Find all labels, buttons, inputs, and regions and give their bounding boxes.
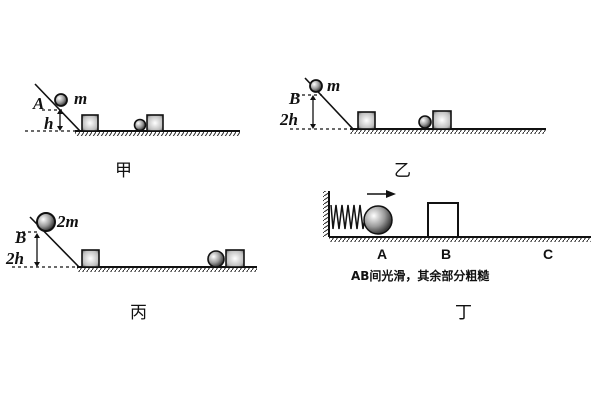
ball [207,250,225,268]
arrow-head [34,233,40,238]
point-label-c: C [543,246,553,262]
point-label-b: B [441,246,451,262]
mass-label: m [327,76,340,95]
ball-2m [36,212,56,232]
height-label: h [44,114,53,133]
panel-jia: A m h 甲 [25,83,240,181]
block [225,249,245,268]
panel-caption: 乙 [394,161,411,181]
block [427,202,459,238]
ground-hatch [75,131,240,136]
spring [330,204,366,230]
ball [133,118,147,132]
height-label: 2h [5,249,24,268]
ball [418,115,432,129]
point-label: B [288,89,300,108]
arrow-head [386,190,396,198]
mass-label: 2m [56,212,79,231]
block [81,249,100,268]
ball-m [309,79,323,93]
panel-caption: 甲 [115,161,132,181]
block [146,114,164,132]
panel-bing: B 2m 2h 丙 [5,212,257,323]
point-label: B [14,228,26,247]
arrow-head [57,109,63,114]
block [357,111,376,130]
ball-m [54,93,68,107]
arrow-head [34,262,40,267]
block [432,110,452,130]
point-label: A [32,94,44,113]
ground-hatch [329,237,591,242]
ball [363,205,393,235]
mass-label: m [74,89,87,108]
point-label-a: A [377,246,387,262]
panel-yi: B m 2h 乙 [279,76,546,181]
wall-hatch [323,191,329,237]
ground-hatch [350,129,546,134]
panel-caption: 丁 [455,303,472,323]
ramp [34,83,81,132]
arrow-head [310,95,316,100]
ground-hatch [77,267,257,272]
panel-caption: 丙 [130,303,147,323]
arrow-head [57,126,63,131]
height-label: 2h [279,110,298,129]
block [81,114,99,132]
arrow-head [310,124,316,129]
surface-note: AB间光滑，其余部分粗糙 [351,268,489,283]
panel-ding: A B C AB间光滑，其余部分粗糙 丁 [323,190,591,323]
